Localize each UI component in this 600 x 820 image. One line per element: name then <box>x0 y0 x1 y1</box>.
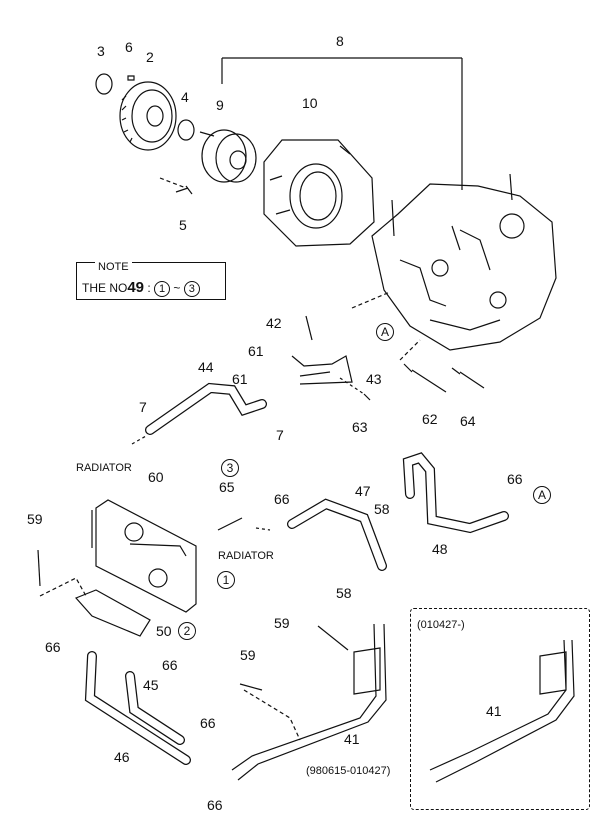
oil-pipe-43-icon <box>291 355 353 385</box>
callout-59b: 59 <box>274 615 290 631</box>
callout-41b: 41 <box>486 703 502 719</box>
callout-45: 45 <box>143 677 159 693</box>
callout-65: 65 <box>219 479 235 495</box>
callout-7a: 7 <box>139 399 147 415</box>
note-box: NOTE THE NO49 : 1 ~ 3 <box>76 261 226 300</box>
note-number: 49 <box>127 279 145 296</box>
callout-66d: 66 <box>162 657 178 673</box>
bracket-50-icon <box>74 589 151 637</box>
callout-47: 47 <box>355 483 371 499</box>
note-to: 3 <box>183 281 200 297</box>
oil-cooler-icon <box>91 499 197 613</box>
callout-61b: 61 <box>232 371 248 387</box>
note-from: 1 <box>154 281 171 297</box>
drive-plate-icon <box>119 81 177 151</box>
radiator-label-left: RADIATOR <box>76 462 132 474</box>
bolt-5-icon <box>175 185 193 195</box>
callout-10: 10 <box>302 95 318 111</box>
callout-46: 46 <box>114 749 130 765</box>
circled-1: 1 <box>217 571 235 589</box>
bolt-6-icon <box>127 75 135 81</box>
callout-64: 64 <box>460 413 476 429</box>
date-range-label-1: (980615-010427) <box>306 765 391 777</box>
torque-converter-icon <box>199 129 257 183</box>
callout-66a: 66 <box>274 491 290 507</box>
callout-3: 3 <box>97 43 105 59</box>
callout-48: 48 <box>432 541 448 557</box>
callout-6: 6 <box>125 39 133 55</box>
callout-5: 5 <box>179 217 187 233</box>
callout-58a: 58 <box>374 501 390 517</box>
callout-8: 8 <box>336 33 344 49</box>
callout-44: 44 <box>198 359 214 375</box>
note-tilde: ~ <box>173 281 181 295</box>
callout-63: 63 <box>352 419 368 435</box>
bolt-65-icon <box>217 517 243 531</box>
leader-8 <box>221 57 463 190</box>
bolt-64-icon <box>451 367 485 389</box>
bolt-63-icon <box>363 393 371 401</box>
circled-3: 3 <box>221 459 239 477</box>
callout-60: 60 <box>148 469 164 485</box>
callout-61a: 61 <box>248 343 264 359</box>
callout-7b: 7 <box>276 427 284 443</box>
radiator-label-right: RADIATOR <box>218 550 274 562</box>
callout-42: 42 <box>266 315 282 331</box>
note-sep: : <box>147 281 151 295</box>
callout-66f: 66 <box>207 797 223 813</box>
callout-41a: 41 <box>344 731 360 747</box>
callout-9: 9 <box>216 97 224 113</box>
bolt-59c-icon <box>239 683 263 691</box>
transaxle-icon <box>371 173 557 351</box>
variant-box <box>410 608 590 810</box>
oil-pipe-41-icon <box>231 623 387 781</box>
note-title: NOTE <box>95 261 132 273</box>
callout-50: 50 <box>156 623 172 639</box>
plate-4-icon <box>177 119 195 141</box>
note-body: THE NO49 : 1 ~ 3 <box>82 279 200 297</box>
converter-housing-icon <box>263 139 375 247</box>
callout-66c: 66 <box>45 639 61 655</box>
callout-62: 62 <box>422 411 438 427</box>
note-prefix: THE NO <box>82 281 128 295</box>
callout-59a: 59 <box>27 511 43 527</box>
bolt-59a-icon <box>37 549 41 587</box>
callout-66b: 66 <box>507 471 523 487</box>
callout-58b: 58 <box>336 585 352 601</box>
circled-2: 2 <box>178 622 196 640</box>
adapter-plate-icon <box>95 73 113 95</box>
callout-2: 2 <box>146 49 154 65</box>
bolt-42-icon <box>305 315 313 341</box>
callout-43: 43 <box>366 371 382 387</box>
callout-59c: 59 <box>240 647 256 663</box>
callout-66e: 66 <box>200 715 216 731</box>
oil-pipe-41b-icon <box>429 639 575 783</box>
date-range-label-2: (010427-) <box>417 619 465 631</box>
bolt-59-icon <box>317 625 349 651</box>
bolt-62-icon <box>403 363 447 393</box>
ref-a-circle-2: A <box>533 486 551 504</box>
callout-4: 4 <box>181 89 189 105</box>
ref-a-circle: A <box>376 323 394 341</box>
